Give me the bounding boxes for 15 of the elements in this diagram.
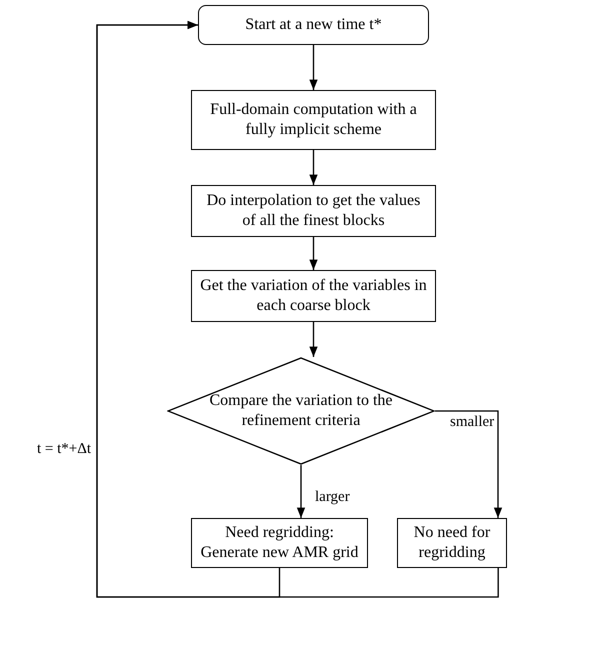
decision-diamond: Compare the variation to the refinement criteria [167,357,435,465]
start-box: Start at a new time t* [198,5,429,45]
arrow [435,410,502,518]
process-box: Full-domain computation with a fully implicit scheme [191,90,436,150]
process-box: No need for regridding [397,518,507,568]
process-box: Do interpolation to get the values of all the finest blocks [191,185,436,237]
arrow [309,150,318,185]
process-box: Need regridding: Generate new AMR grid [191,518,368,568]
arrow [309,45,318,90]
arrow [309,322,318,357]
process-box: Get the variation of the variables in each coarse block [191,270,436,322]
arrow [309,237,318,270]
arrow [296,465,306,518]
arrow [96,20,499,598]
edge-label: larger [313,490,352,504]
